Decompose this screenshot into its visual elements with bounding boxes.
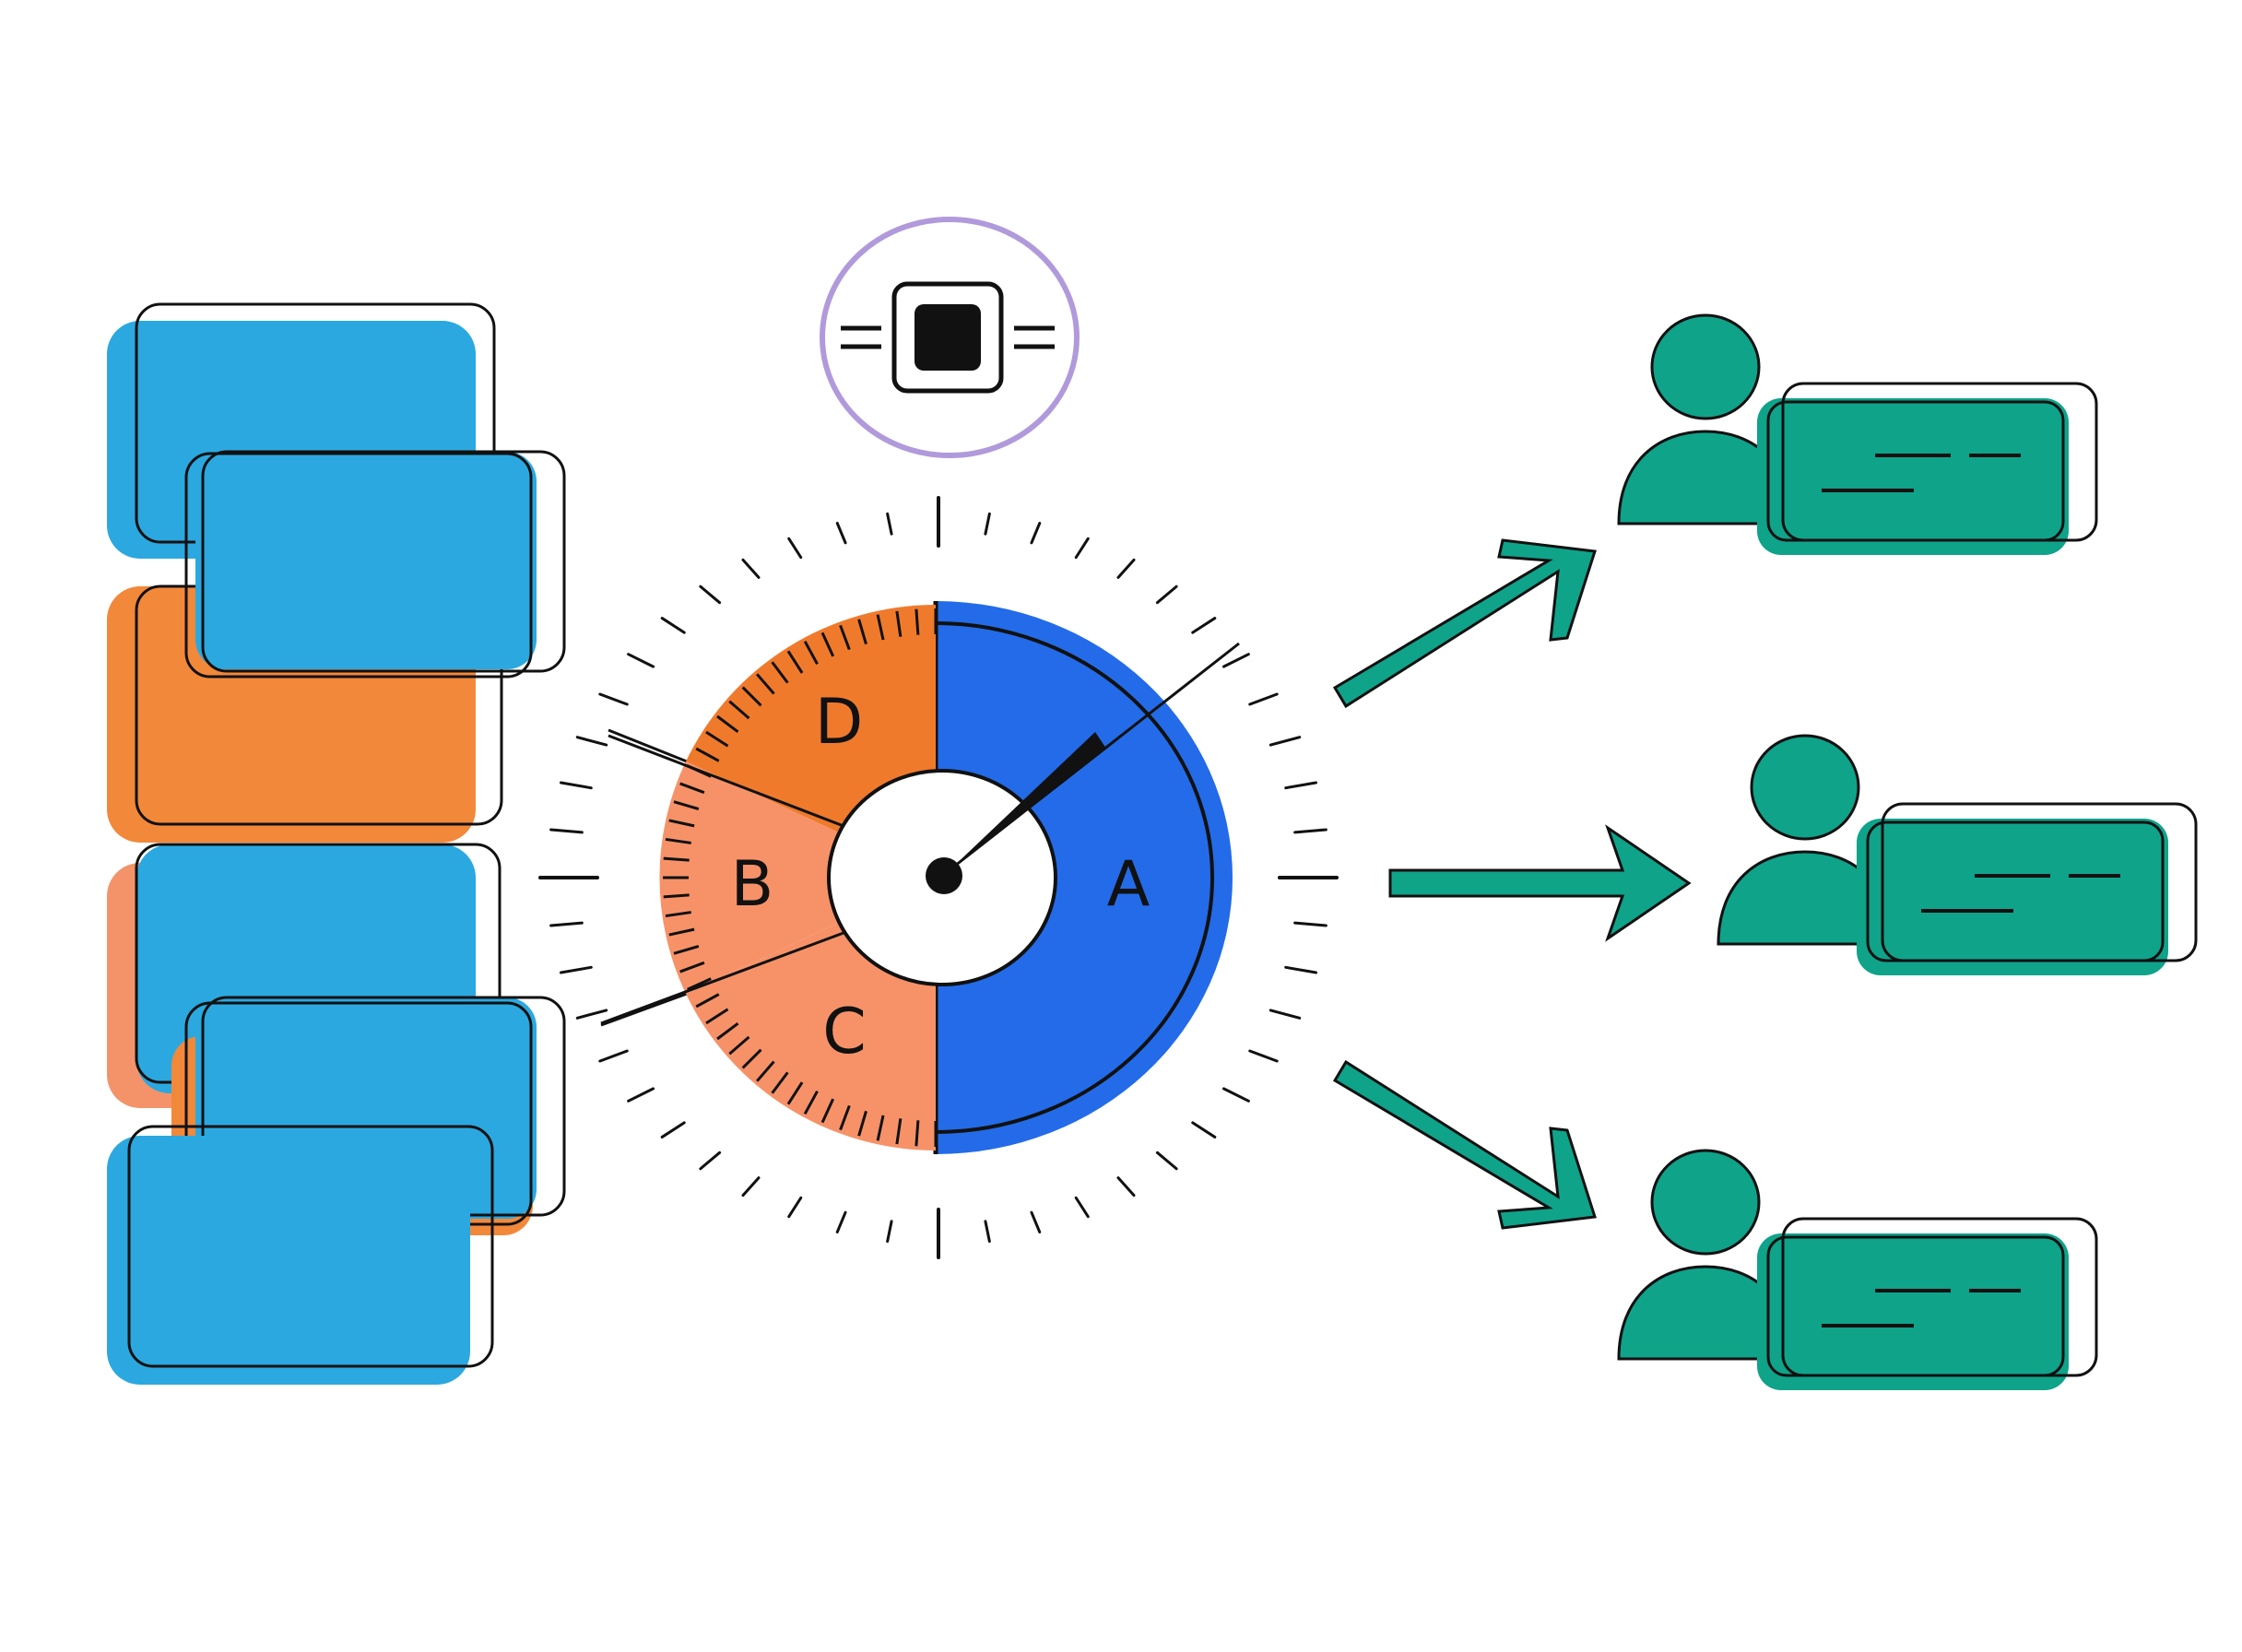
user-list xyxy=(1617,313,2198,1390)
segment-b xyxy=(659,761,936,994)
chat-bubble-icon xyxy=(1757,382,2098,555)
segment-label-d: D xyxy=(815,686,863,759)
dispatch-arrows xyxy=(1332,538,1692,1230)
segment-label-b: B xyxy=(731,848,774,921)
segment-label-c: C xyxy=(822,996,866,1068)
arrow-to-user-3 xyxy=(1332,1059,1597,1230)
arrow-to-user-2 xyxy=(1388,824,1692,942)
arrow-to-user-1 xyxy=(1332,538,1597,709)
user-1 xyxy=(1617,313,2098,555)
allocation-gauge: A B C D xyxy=(538,496,1339,1259)
segment-a xyxy=(936,601,1233,1154)
task-card-3 xyxy=(195,452,537,669)
chat-bubble-icon xyxy=(1757,1217,2098,1390)
user-icon xyxy=(1617,1149,1794,1361)
gauge-inner-ticks xyxy=(663,608,938,1147)
processor-chip xyxy=(820,217,1080,458)
user-3 xyxy=(1617,1149,2098,1390)
segment-label-a: A xyxy=(1107,848,1150,921)
task-card-stack xyxy=(107,302,566,1385)
gauge-outer-ticks xyxy=(538,496,1339,1259)
processor-ring xyxy=(820,217,1080,458)
user-2 xyxy=(1717,734,2198,975)
chat-bubble-icon xyxy=(1857,802,2198,975)
gauge-needle xyxy=(950,732,1106,870)
user-icon xyxy=(1717,734,1894,946)
task-card-6 xyxy=(107,1136,470,1385)
